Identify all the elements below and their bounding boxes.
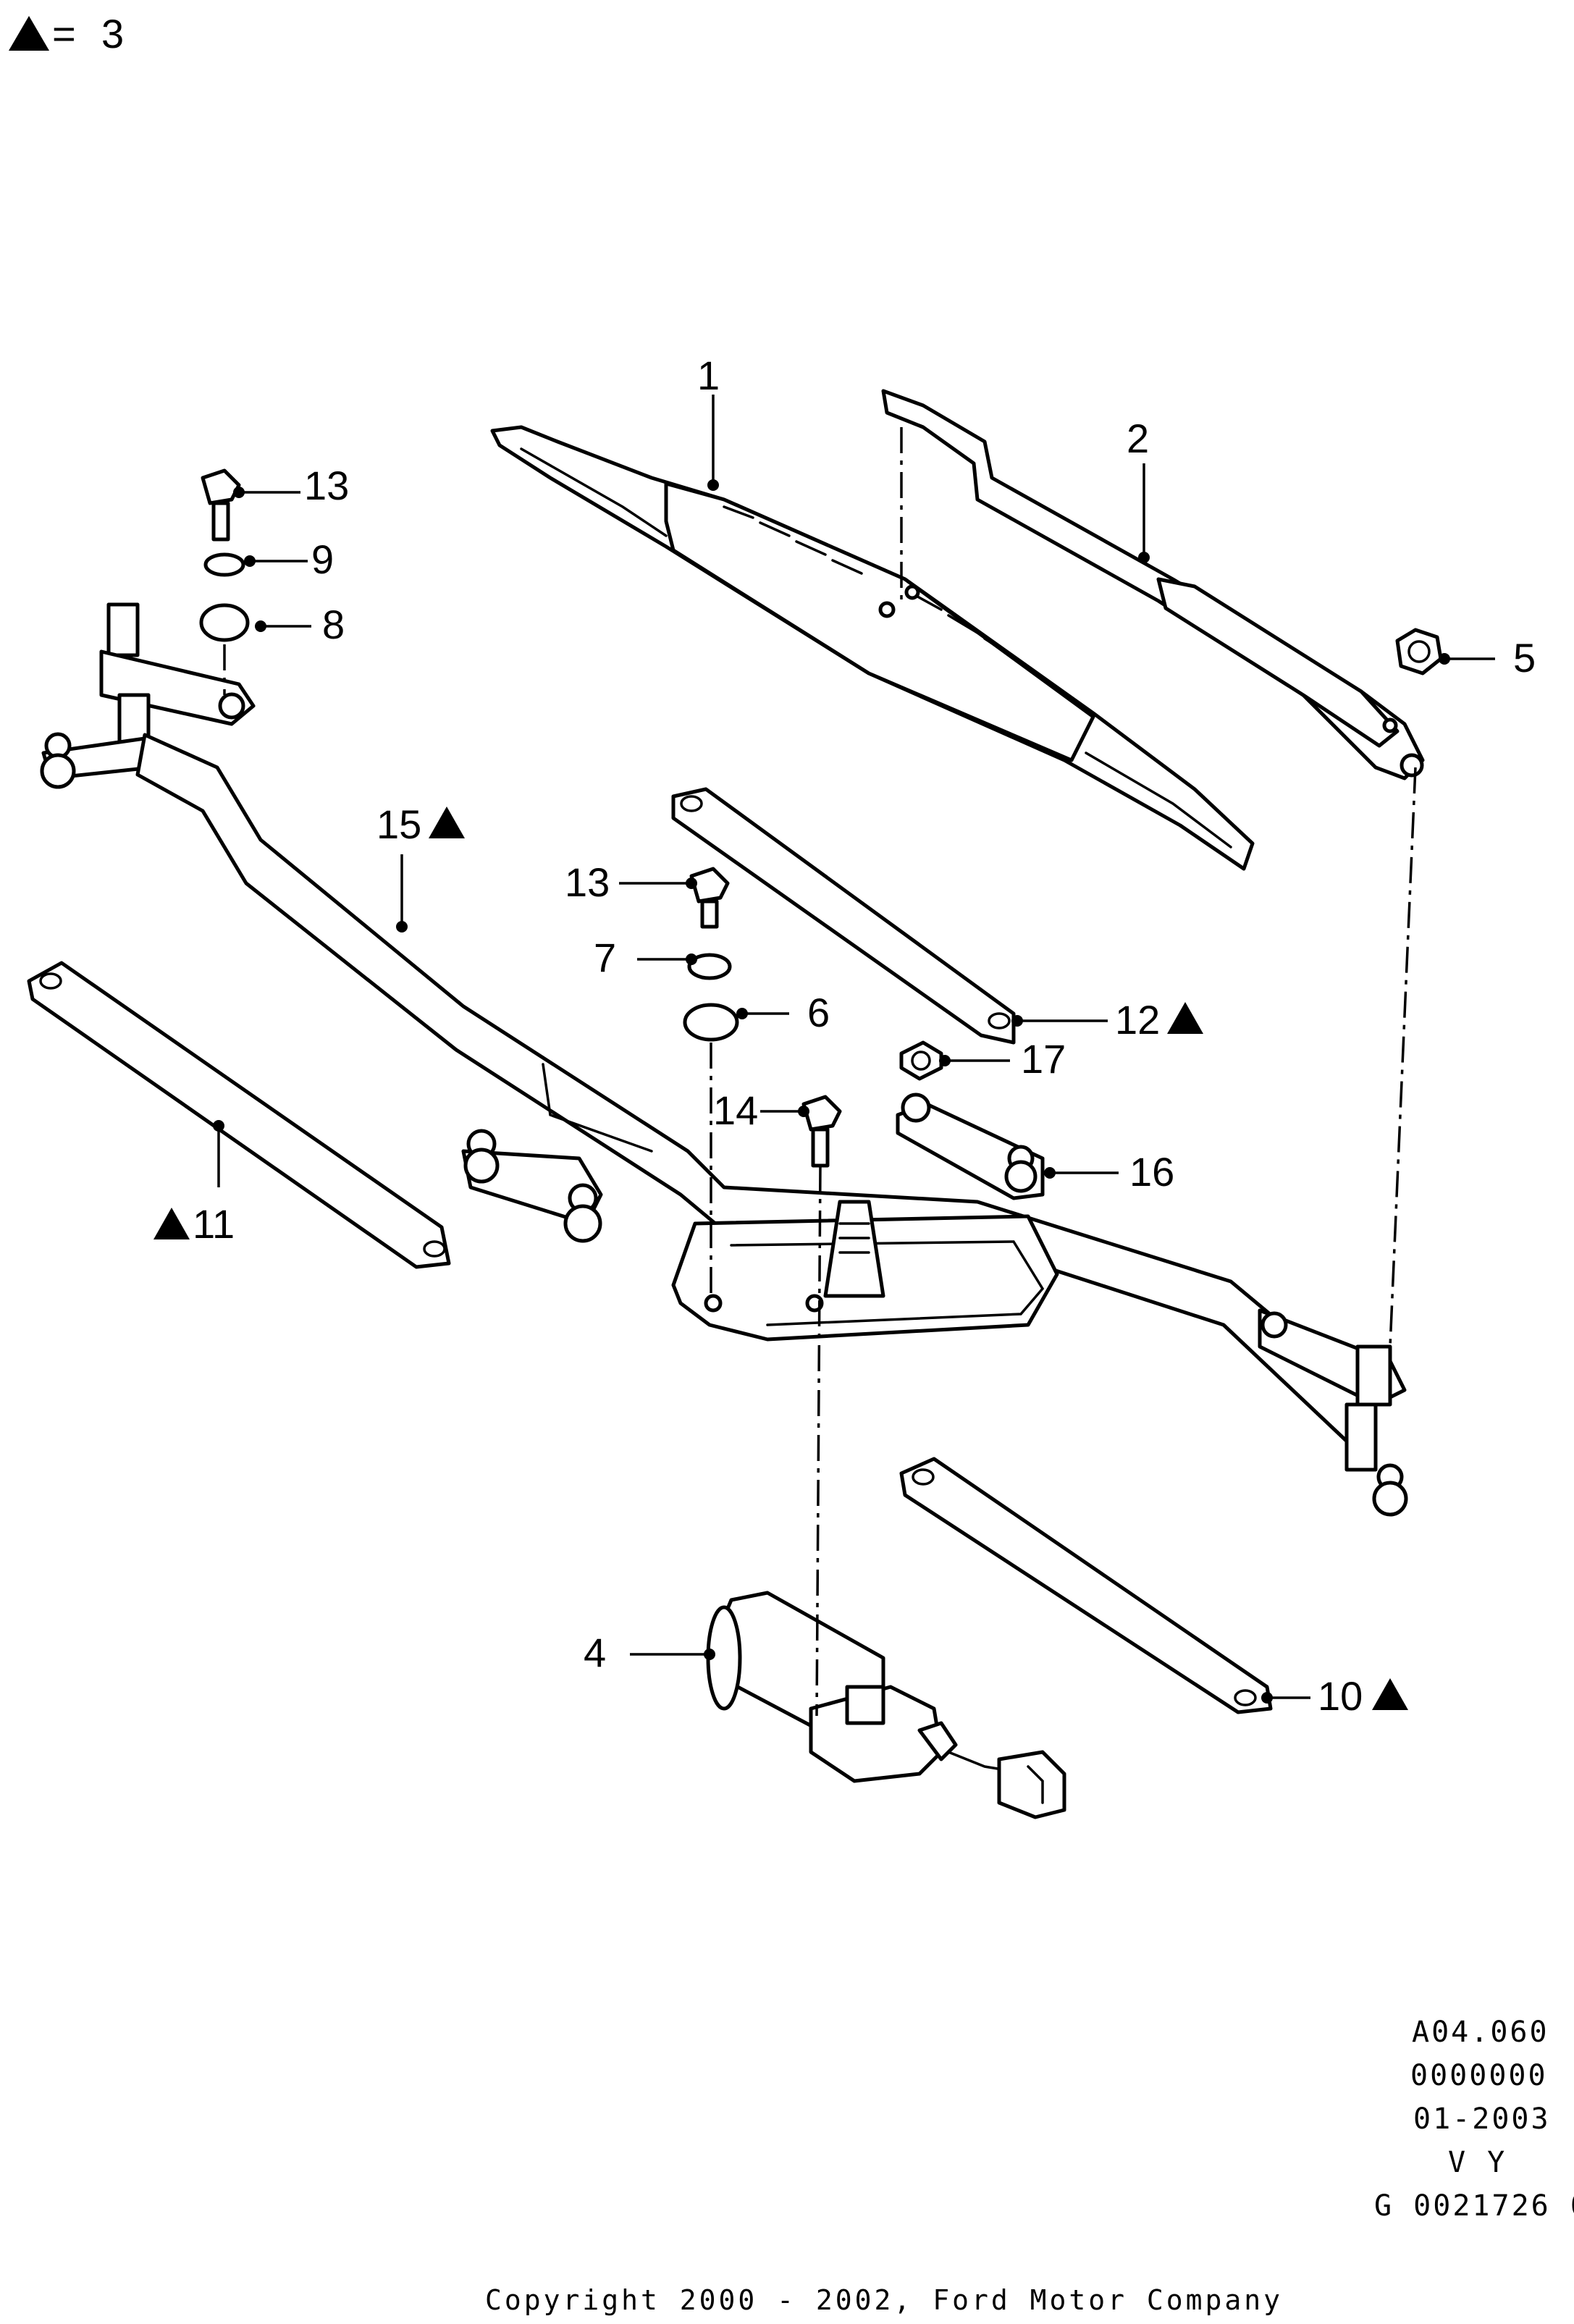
svg-text:12: 12 <box>1115 997 1160 1043</box>
callout-16: 16 <box>1129 1149 1174 1195</box>
graphic-id: G 0021726 0 <box>1374 2189 1574 2223</box>
left-link-rod-part <box>27 961 451 1269</box>
svg-text:15: 15 <box>376 801 421 847</box>
callout-11: 11 <box>153 1201 235 1247</box>
callout-7: 7 <box>594 935 616 980</box>
callout-6: 6 <box>807 990 830 1035</box>
callout-1: 1 <box>697 353 720 398</box>
callout-labels: 1 2 4 5 6 7 8 9 10 11 12 13 13 14 15 16 … <box>153 353 1536 1719</box>
motor-bolt-part <box>801 1095 842 1168</box>
triangle-icon <box>1167 1002 1203 1034</box>
crank-arm-part <box>896 1092 1045 1200</box>
callout-9: 9 <box>311 536 334 582</box>
left-pivot-fasteners-part <box>199 468 250 642</box>
callout-15: 15 <box>376 801 465 847</box>
wiper-motor-part <box>706 1591 1066 1819</box>
reference-block: A04.060 0000000 01-2003 V Y G 0021726 0 <box>1374 2016 1574 2223</box>
section-code: A04.060 <box>1412 2016 1549 2049</box>
legend-equals: = <box>52 11 76 56</box>
legend-value: 3 <box>101 11 124 56</box>
wiper-linkage-part <box>40 602 1408 1517</box>
part-code: 0000000 <box>1410 2059 1548 2092</box>
callout-14: 14 <box>713 1087 758 1133</box>
callout-13-upper: 13 <box>304 463 349 508</box>
triangle-icon <box>9 16 49 51</box>
svg-text:11: 11 <box>193 1201 235 1247</box>
callout-5: 5 <box>1513 635 1536 681</box>
triangle-icon <box>153 1208 190 1239</box>
date-code: 01-2003 <box>1413 2102 1551 2136</box>
upper-link-rod-part <box>671 787 1016 1045</box>
svg-text:10: 10 <box>1318 1673 1363 1719</box>
callout-12: 12 <box>1115 997 1203 1043</box>
lower-link-rod-part <box>899 1457 1273 1714</box>
triangle-icon <box>429 807 465 838</box>
crank-nut-part <box>899 1040 943 1081</box>
callout-13-center: 13 <box>565 859 610 905</box>
variant-code: V Y <box>1448 2146 1507 2179</box>
center-fasteners-part <box>683 867 739 1042</box>
arm-nut-part <box>1395 628 1443 675</box>
callout-2: 2 <box>1127 416 1149 461</box>
triangle-icon <box>1372 1678 1408 1710</box>
center-lines <box>223 427 1417 1717</box>
callout-8: 8 <box>322 602 345 647</box>
callout-17: 17 <box>1021 1036 1066 1082</box>
wiper-blade-part <box>490 425 1255 871</box>
wiper-arm-part <box>881 389 1425 780</box>
legend: = 3 <box>9 11 124 56</box>
callout-10: 10 <box>1318 1673 1408 1719</box>
copyright-notice: Copyright 2000 - 2002, Ford Motor Compan… <box>485 2284 1283 2316</box>
callout-4: 4 <box>584 1630 606 1675</box>
leader-lines <box>213 395 1495 1704</box>
